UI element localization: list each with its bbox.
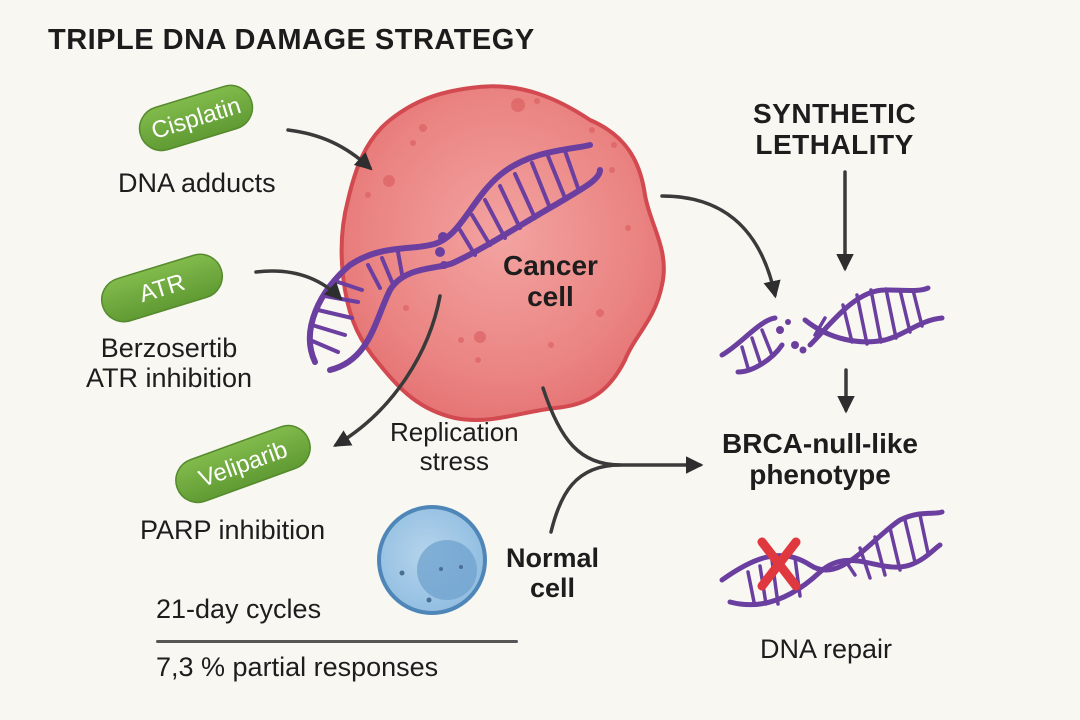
response-rate-label: 7,3 % partial responses <box>156 652 439 682</box>
cisplatin-effect-label: DNA adducts <box>118 168 276 198</box>
arrow-merge-line <box>549 463 622 534</box>
atr-drug-name: Berzosertib <box>100 333 238 363</box>
arrow-icon <box>332 294 442 447</box>
normal-cell-label: Normal cell <box>506 543 600 604</box>
arrow-icon <box>254 269 343 301</box>
broken-dna-icon <box>719 285 945 375</box>
schedule-divider <box>156 640 518 643</box>
cancer-cell <box>339 84 666 423</box>
atr-effect: ATR inhibition <box>86 363 253 394</box>
replication-stress-label: Replication stress <box>390 417 519 477</box>
brca-phenotype-label: BRCA-null-like phenotype <box>722 428 918 491</box>
red-x-icon <box>757 537 801 591</box>
drug-pill-veliparib: Veliparib <box>175 424 311 504</box>
arrow-icon <box>660 194 781 299</box>
drug-pill-cisplatin: Cisplatin <box>138 84 254 152</box>
synthetic-lethality-heading: SYNTHETIC LETHALITY <box>753 98 917 161</box>
dna-repair-blocked-icon <box>719 509 945 608</box>
atr-effect-label: Berzosertib ATR inhibition <box>86 333 252 393</box>
arrow-icon <box>286 128 373 171</box>
cell-granules <box>365 98 631 363</box>
veliparib-effect-label: PARP inhibition <box>140 515 326 545</box>
cancer-cell-label: Cancer cell <box>503 250 598 313</box>
drug-pill-atr: ATR <box>100 253 224 323</box>
cycles-label: 21-day cycles <box>156 594 322 624</box>
dna-break-fragments <box>435 232 448 269</box>
dna-repair-label: DNA repair <box>760 634 893 664</box>
normal-cell <box>377 505 487 615</box>
page-title: TRIPLE DNA DAMAGE STRATEGY <box>48 24 535 56</box>
